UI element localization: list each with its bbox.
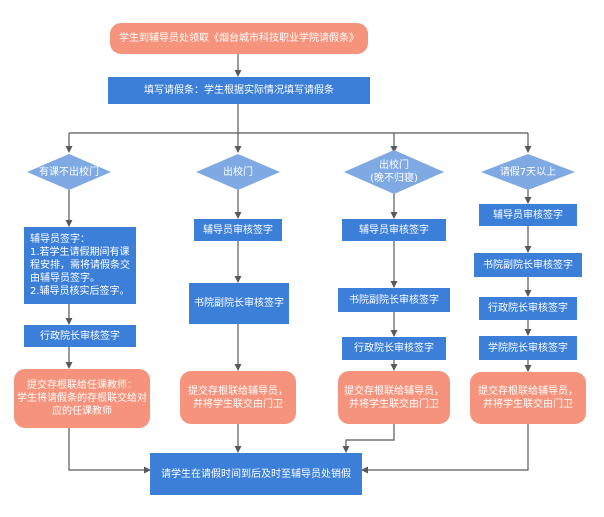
decision-shape-d4	[481, 154, 575, 190]
c4-college-dean-node: 学院院长审核签字	[479, 336, 577, 360]
c2-deputy-node: 书院副院长审核签字	[189, 283, 289, 324]
c3-submit-node: 提交存根联给辅导员， 并将学生联交由门卫	[338, 371, 450, 424]
decision-shape-d2	[196, 154, 280, 190]
decision-leave-campus: 出校门	[223, 166, 253, 178]
connectors	[65, 54, 532, 474]
decision-shapes	[27, 150, 575, 194]
c2-submit-node: 提交存根联给辅导员， 并将学生联交由门卫	[180, 371, 296, 424]
c3-counselor-node: 辅导员审核签字	[342, 219, 446, 241]
c1-submit-node: 提交存根联给任课教师： 学生将请假条的存根联交给对应的任课教师	[14, 369, 150, 428]
c4-admin-dean-node: 行政院长审核签字	[479, 297, 577, 320]
c3-deputy-node: 书院副院长审核签字	[338, 288, 450, 312]
fill-form-node: 填写请假条：学生根据实际情况填写请假条	[108, 77, 370, 104]
c3-admin-dean-node: 行政院长审核签字	[342, 337, 446, 360]
decision-leave-campus-overnight: 出校门 (晚不归寝)	[370, 160, 418, 184]
arrow-c4-to-end	[361, 424, 529, 474]
decision-shape-d3	[344, 150, 444, 194]
start-node: 学生到辅导员处领取《烟台城市科技职业学院请假条》	[110, 23, 368, 54]
arrow-c3-to-end	[342, 424, 395, 453]
c1-counselor-sign-node: 辅导员签字： 1.若学生请假期间有课程安排，需将请假条交由辅导员签字。 2.辅导…	[24, 227, 136, 304]
decision-leave-over-7-days: 请假7天以上	[499, 166, 557, 178]
c4-deputy-node: 书院副院长审核签字	[474, 253, 582, 277]
c2-counselor-node: 辅导员审核签字	[194, 219, 282, 241]
decision-shape-d1	[27, 154, 111, 190]
c4-submit-node: 提交存根联给辅导员， 并将学生联交由门卫	[470, 372, 586, 424]
decision-no-leave-campus: 有课不出校门	[39, 166, 99, 178]
c1-admin-dean-node: 行政院长审核签字	[24, 325, 136, 347]
arrow-c1-to-end	[68, 428, 151, 474]
end-node: 请学生在请假时间到后及时至辅导员处销假	[150, 453, 362, 495]
c4-counselor-node: 辅导员审核签字	[479, 204, 577, 226]
